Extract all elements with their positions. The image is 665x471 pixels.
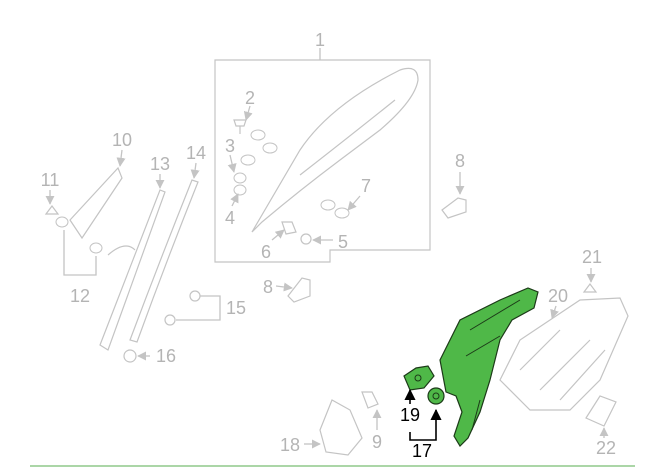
door-module-20: [499, 297, 629, 411]
callout-5: 5: [338, 232, 348, 252]
callout-14: 14: [186, 143, 206, 163]
leader-2: [243, 105, 253, 121]
bracket-8-lower: [287, 277, 311, 303]
callout-11: 11: [41, 170, 60, 190]
door-glass-edge: [299, 99, 396, 176]
callout-15: 15: [226, 298, 246, 318]
stud-6: [281, 221, 297, 235]
bracket-8-lower-group: [275, 277, 311, 303]
callout-7: 7: [361, 176, 371, 196]
window-regulator-17: [439, 287, 539, 447]
nut-16: [123, 349, 137, 363]
callout-17: 17: [412, 441, 432, 461]
callout-3: 3: [225, 136, 235, 156]
channel-13-bracket: [107, 245, 136, 256]
lower-center-group: [304, 391, 382, 456]
regulator-pulley: [427, 387, 445, 405]
leader-14: [190, 162, 200, 179]
leader-12: [63, 230, 97, 276]
bolt-15a: [189, 290, 201, 302]
door-module-20-detail: [519, 329, 606, 401]
leader-10: [116, 149, 126, 167]
callout-19: 19: [400, 405, 420, 425]
glass-bushing-b: [262, 142, 278, 154]
glass-bushing-d: [320, 199, 336, 211]
callout-20: 20: [548, 286, 568, 306]
callout-8-upper: 8: [455, 151, 465, 171]
callout-18: 18: [280, 435, 300, 455]
motor-bracket-19-hole: [414, 374, 422, 382]
regulator-rail-detail: [465, 299, 521, 431]
cover-22: [585, 395, 617, 427]
callout-6: 6: [261, 242, 271, 262]
glass-bushing-c: [240, 154, 256, 166]
channel-13: [99, 189, 166, 351]
callout-12: 12: [70, 286, 90, 306]
regulator-selected-group: [403, 287, 539, 447]
callout-2: 2: [245, 88, 255, 108]
grommet-7: [334, 207, 350, 219]
callout-1: 1: [315, 30, 325, 50]
callout-4: 4: [225, 208, 235, 228]
bracket-8-upper: [441, 197, 467, 219]
weatherstrip-14: [129, 179, 199, 343]
door-glass-shape: [251, 67, 419, 233]
leader-3: [227, 154, 237, 173]
bolt-9: [361, 391, 379, 409]
motor-bracket-19: [403, 365, 435, 391]
bracket-8-upper-group: [441, 172, 467, 219]
callout-21: 21: [582, 247, 602, 267]
glass-bushing-a: [250, 129, 266, 141]
callout-8-lower: 8: [263, 277, 273, 297]
spacer-3: [233, 172, 247, 184]
leader-20: [550, 305, 559, 319]
clip-21: [582, 283, 598, 293]
bracket-18: [319, 399, 363, 456]
callout-labels: 1 2 3 4 5 6 7 8 8 9 10 11 12 13 14 15 16…: [41, 30, 616, 461]
left-trim-group: [44, 149, 200, 351]
leader-8-lower: [275, 282, 293, 292]
leader-15: [176, 295, 221, 321]
grommet-12a: [55, 216, 69, 228]
leader-7: [347, 195, 361, 211]
leader-6: [271, 229, 285, 241]
clip-11: [44, 205, 60, 215]
leader-4: [230, 193, 239, 207]
quarter-glass-10: [69, 166, 123, 240]
spacer-4: [233, 184, 247, 196]
callout-9: 9: [372, 432, 382, 452]
bolt-2: [233, 119, 247, 134]
callout-16: 16: [156, 346, 176, 366]
right-group: [499, 268, 629, 438]
callout-10: 10: [112, 130, 132, 150]
fasteners-group: [123, 290, 221, 363]
leader-17: [409, 408, 442, 441]
grommet-12b: [89, 242, 103, 254]
glass-box-outline: [214, 59, 431, 263]
bolt-5: [300, 233, 312, 245]
callout-13: 13: [150, 154, 170, 174]
bolt-15b: [164, 314, 176, 326]
callout-22: 22: [596, 438, 616, 458]
glass-box-group: [214, 48, 431, 263]
regulator-pulley-hub: [432, 392, 440, 400]
